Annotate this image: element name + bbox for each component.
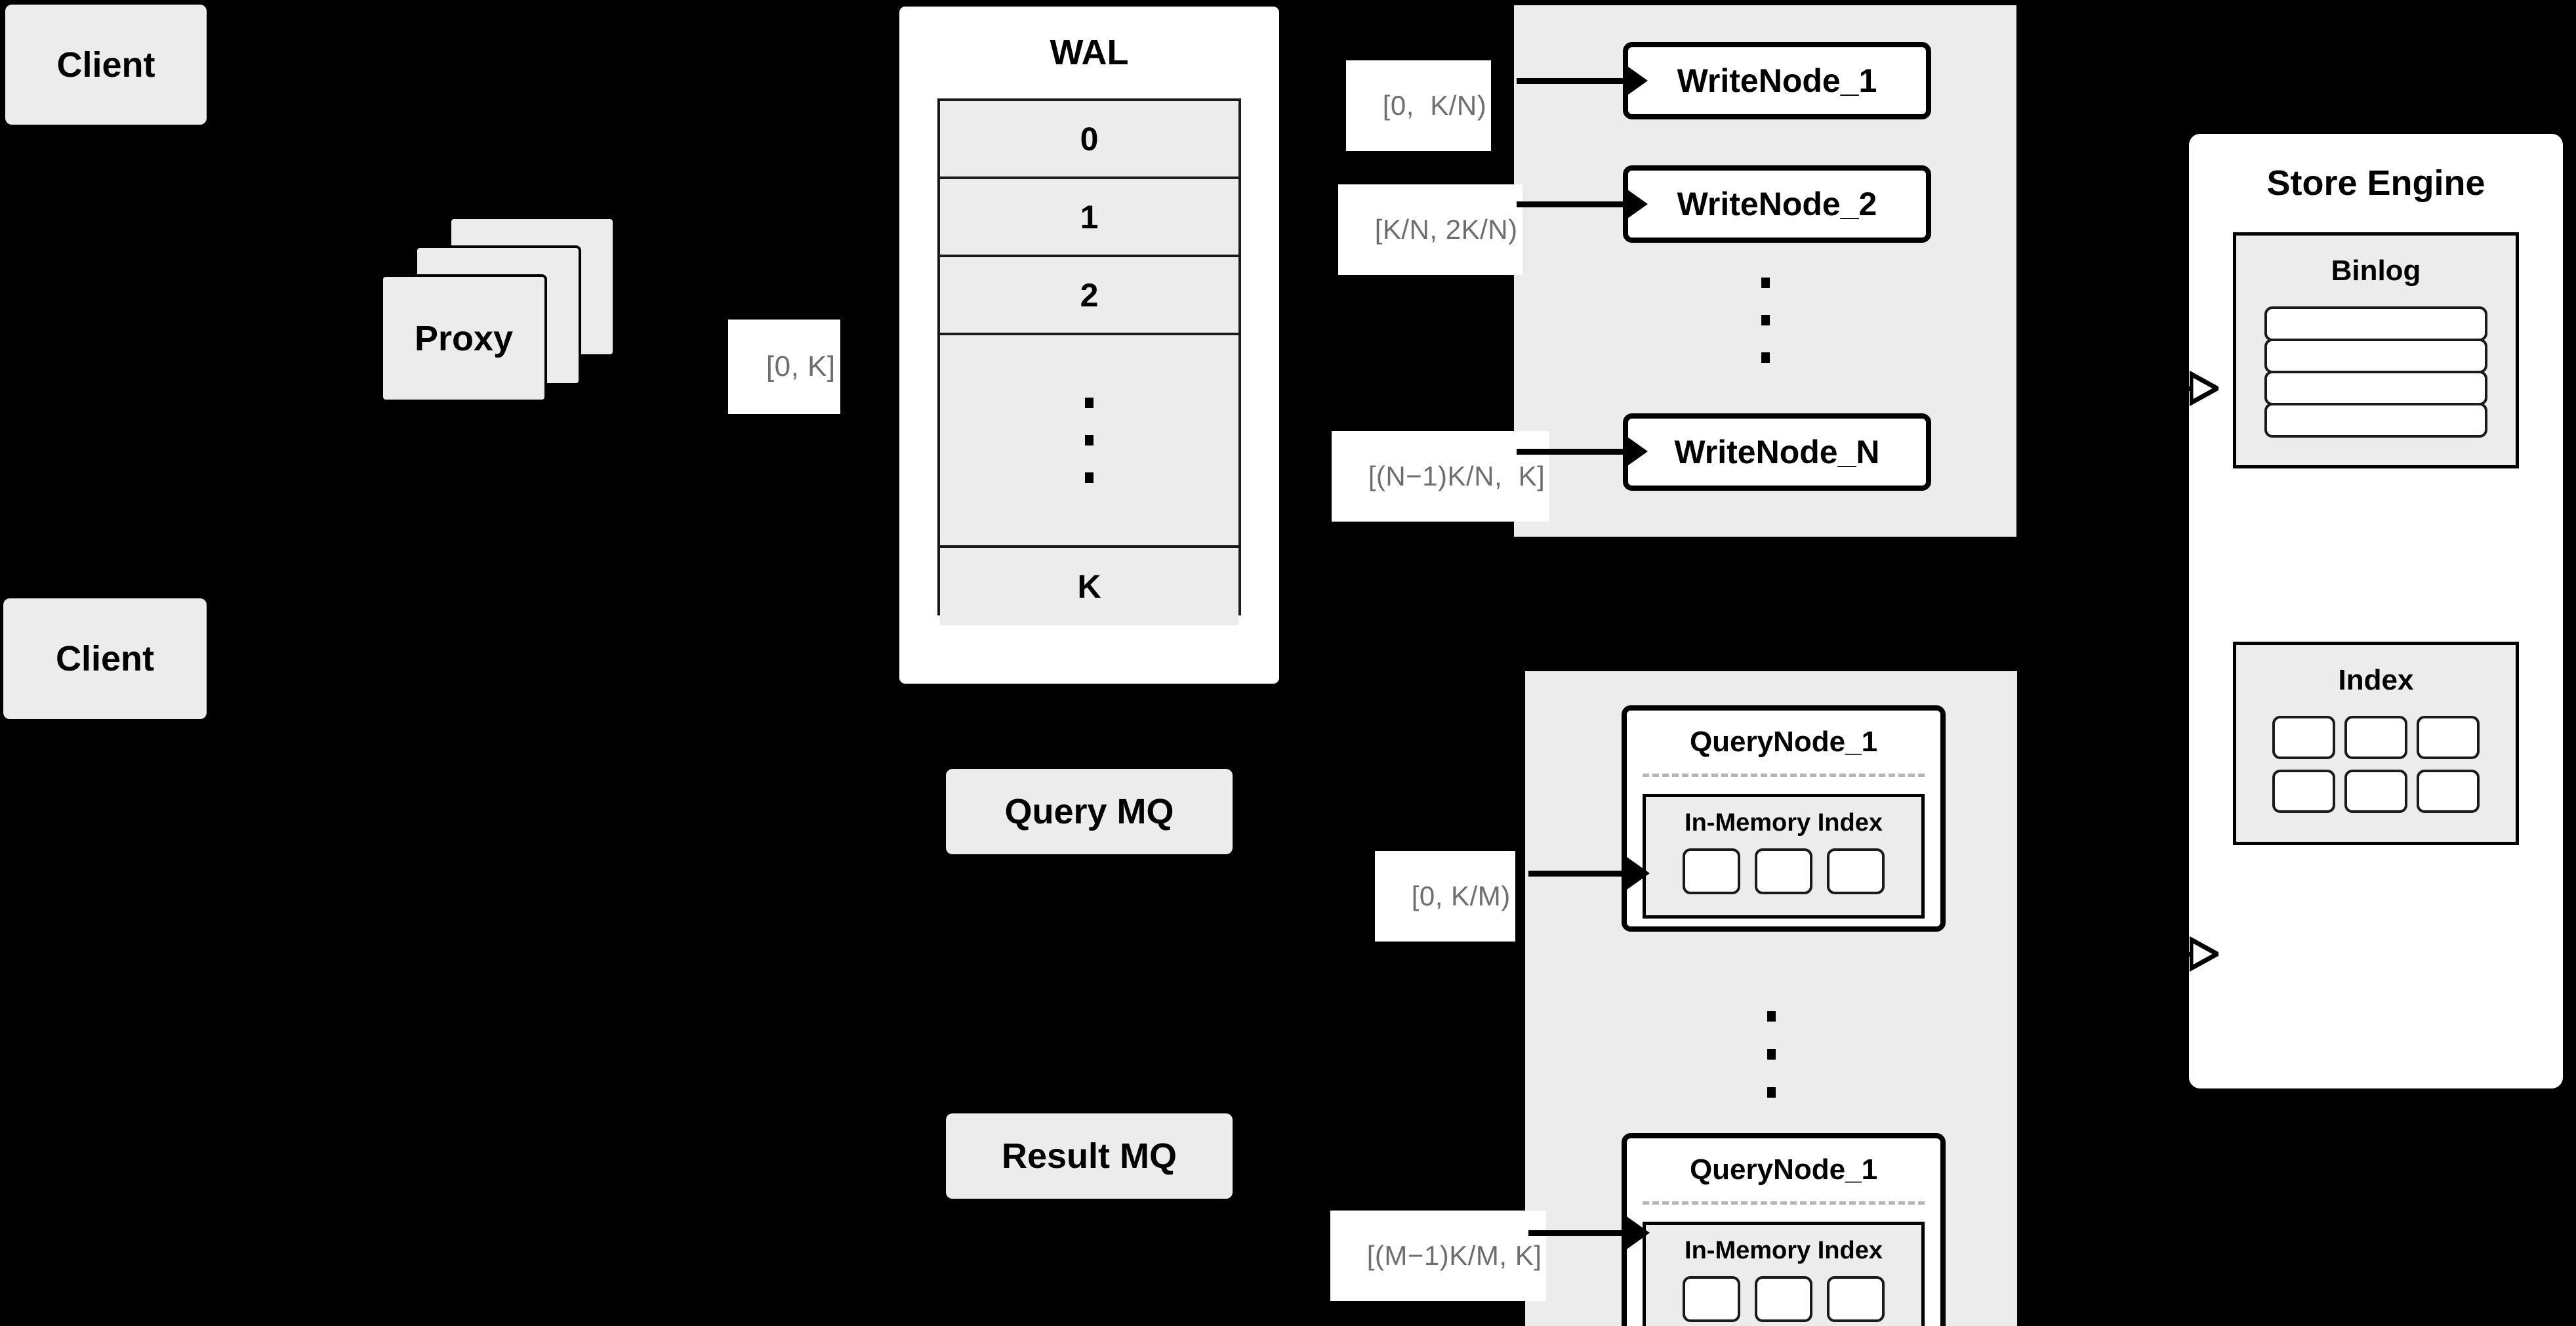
index-slot[interactable] bbox=[2417, 716, 2480, 759]
result-mq-label: Result MQ bbox=[1001, 1136, 1177, 1176]
index-title-wrap: Index bbox=[2236, 645, 2516, 716]
query-node-divider bbox=[1643, 1201, 1925, 1205]
result-mq-node[interactable]: Result MQ bbox=[946, 1113, 1233, 1199]
wal-panel: WAL 0 1 2 K bbox=[896, 3, 1282, 687]
arrow-to-binlog bbox=[2178, 369, 2218, 408]
index-slot[interactable] bbox=[2272, 716, 2335, 759]
in-memory-index-title: In-Memory Index bbox=[1685, 1236, 1883, 1264]
index-slot[interactable] bbox=[1827, 848, 1885, 894]
binlog-title-wrap: Binlog bbox=[2236, 236, 2516, 306]
write-node-n-range-chip: [(N−1)K/N, K] bbox=[1332, 431, 1550, 522]
index-slot[interactable] bbox=[2344, 770, 2407, 813]
index-slot[interactable] bbox=[2272, 770, 2335, 813]
proxy-range-text: [0, K] bbox=[766, 350, 836, 383]
index-slot[interactable] bbox=[1827, 1276, 1885, 1322]
store-engine-title-wrap: Store Engine bbox=[2189, 134, 2563, 232]
wal-row[interactable]: 1 bbox=[940, 179, 1238, 257]
index-slot[interactable] bbox=[1683, 1276, 1740, 1322]
client-node-2[interactable]: Client bbox=[3, 598, 207, 719]
binlog-slot[interactable] bbox=[2264, 371, 2487, 405]
write-node-2-range-chip: [K/N, 2K/N) bbox=[1338, 184, 1523, 275]
index-slot[interactable] bbox=[2417, 770, 2480, 813]
wal-row-label: 1 bbox=[1080, 198, 1099, 236]
range-text: [0, K/M) bbox=[1411, 881, 1511, 911]
write-node-label: WriteNode_1 bbox=[1677, 62, 1877, 99]
wal-row-ellipsis bbox=[940, 335, 1238, 548]
range-text: [K/N, 2K/N) bbox=[1374, 214, 1518, 245]
write-node-label: WriteNode_2 bbox=[1677, 186, 1877, 222]
query-node-label: QueryNode_1 bbox=[1689, 726, 1878, 758]
index-slot[interactable] bbox=[2344, 716, 2407, 759]
client-node-1[interactable]: Client bbox=[5, 5, 207, 125]
range-text: [0, K/N) bbox=[1382, 90, 1487, 121]
arrow-to-query-node-1 bbox=[1528, 856, 1650, 891]
arrow-to-write-node-2 bbox=[1517, 186, 1648, 222]
index-title: Index bbox=[2338, 664, 2414, 696]
proxy-stack[interactable]: Proxy bbox=[380, 217, 669, 426]
query-mq-node[interactable]: Query MQ bbox=[946, 769, 1233, 854]
query-node-title-wrap: QueryNode_1 bbox=[1643, 711, 1925, 774]
query-node-title-wrap: QueryNode_1 bbox=[1643, 1138, 1925, 1201]
in-memory-index-box: In-Memory Index bbox=[1643, 794, 1925, 919]
proxy-card-front[interactable]: Proxy bbox=[380, 274, 547, 402]
open-arrow-head-icon bbox=[2190, 936, 2218, 972]
binlog-slot[interactable] bbox=[2264, 306, 2487, 341]
query-mq-label: Query MQ bbox=[1004, 792, 1174, 831]
proxy-range-chip: [0, K] bbox=[728, 320, 840, 414]
wal-row-label: 2 bbox=[1080, 276, 1099, 314]
arrow-to-write-node-n bbox=[1517, 434, 1648, 469]
wal-row[interactable]: K bbox=[940, 548, 1238, 625]
binlog-slot[interactable] bbox=[2264, 339, 2487, 373]
in-memory-index-title-wrap: In-Memory Index bbox=[1646, 797, 1921, 848]
wal-title: WAL bbox=[1050, 33, 1129, 72]
query-node-divider bbox=[1643, 774, 1925, 777]
wal-title-wrap: WAL bbox=[899, 7, 1279, 98]
wal-table: 0 1 2 K bbox=[937, 98, 1241, 625]
client-label: Client bbox=[55, 639, 154, 678]
binlog-box: Binlog bbox=[2233, 232, 2519, 468]
query-node-2[interactable]: QueryNode_1 In-Memory Index bbox=[1622, 1133, 1946, 1326]
index-slot[interactable] bbox=[1683, 848, 1740, 894]
vertical-ellipsis-icon bbox=[1085, 398, 1094, 483]
query-node-2-range-chip: [(M−1)K/M, K] bbox=[1330, 1211, 1547, 1301]
index-slot[interactable] bbox=[1755, 848, 1812, 894]
query-node-label: QueryNode_1 bbox=[1689, 1153, 1878, 1186]
in-memory-index-title: In-Memory Index bbox=[1685, 808, 1883, 837]
arrow-to-write-node-1 bbox=[1517, 63, 1648, 98]
write-node-label: WriteNode_N bbox=[1674, 434, 1880, 470]
wal-row[interactable]: 0 bbox=[940, 101, 1238, 179]
wal-row-label: K bbox=[1077, 568, 1101, 605]
write-node-n[interactable]: WriteNode_N bbox=[1623, 413, 1931, 491]
wal-row[interactable]: 2 bbox=[940, 257, 1238, 335]
binlog-slot[interactable] bbox=[2264, 403, 2487, 438]
query-node-1[interactable]: QueryNode_1 In-Memory Index bbox=[1622, 705, 1946, 932]
arrow-to-query-node-2 bbox=[1528, 1215, 1650, 1251]
in-memory-index-title-wrap: In-Memory Index bbox=[1646, 1225, 1921, 1276]
store-engine-panel: Store Engine Binlog Index bbox=[2186, 131, 2566, 1092]
in-memory-index-box: In-Memory Index bbox=[1643, 1222, 1925, 1326]
query-node-group-panel: QueryNode_1 In-Memory Index QueryNode_1 bbox=[1525, 671, 2017, 1326]
wal-row-label: 0 bbox=[1080, 120, 1099, 157]
proxy-label: Proxy bbox=[414, 318, 514, 358]
client-label: Client bbox=[56, 45, 155, 85]
write-node-1[interactable]: WriteNode_1 bbox=[1623, 42, 1931, 119]
arrow-to-index bbox=[2178, 934, 2218, 974]
range-text: [(M−1)K/M, K] bbox=[1366, 1240, 1542, 1271]
write-node-2[interactable]: WriteNode_2 bbox=[1623, 165, 1931, 243]
write-node-ellipsis-icon bbox=[1761, 278, 1770, 363]
write-node-group-panel: WriteNode_1 WriteNode_2 WriteNode_N bbox=[1514, 5, 2016, 537]
write-node-1-range-chip: [0, K/N) bbox=[1346, 60, 1492, 151]
query-node-ellipsis-icon bbox=[1767, 1011, 1776, 1098]
index-box: Index bbox=[2233, 642, 2519, 845]
store-engine-title: Store Engine bbox=[2266, 163, 2485, 203]
query-node-1-range-chip: [0, K/M) bbox=[1375, 851, 1515, 942]
range-text: [(N−1)K/N, K] bbox=[1368, 461, 1545, 491]
open-arrow-head-icon bbox=[2190, 370, 2218, 407]
index-slot[interactable] bbox=[1755, 1276, 1812, 1322]
binlog-title: Binlog bbox=[2331, 255, 2421, 287]
